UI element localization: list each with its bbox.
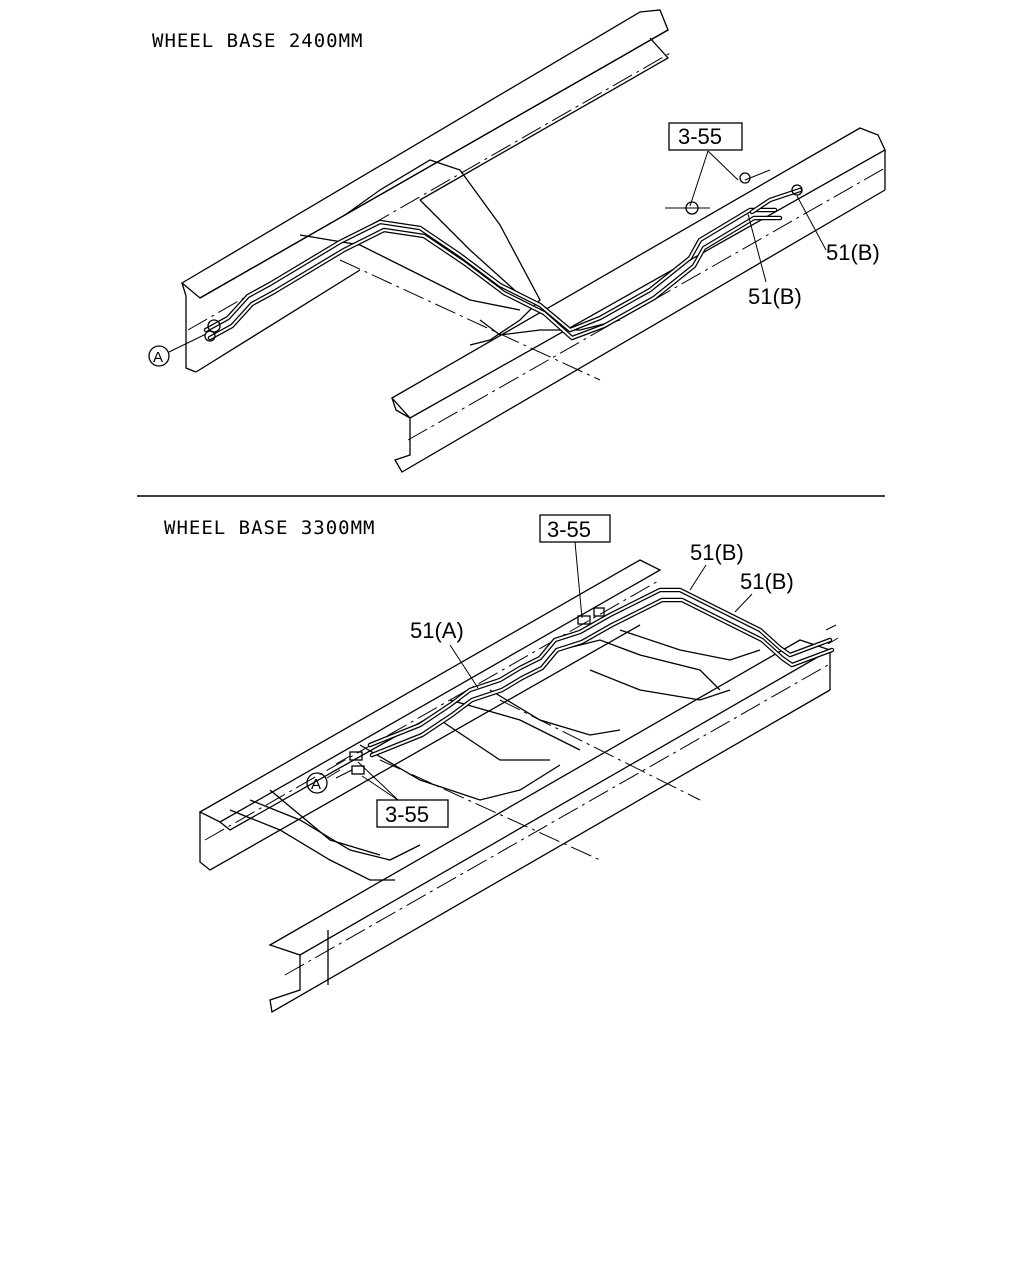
cross-members-3300	[229, 629, 761, 881]
pipe-connector-upper	[577, 615, 591, 625]
svg-text:A: A	[153, 349, 163, 366]
part-callout-51b-upper-3300[interactable]: 51(B)	[690, 540, 744, 565]
ref-box-3-55-top[interactable]: 3-55	[668, 122, 743, 151]
diagram-title-3300: WHEEL BASE 3300MM	[164, 517, 375, 539]
left-frame-rail	[180, 9, 673, 373]
brake-pipe-3300	[335, 587, 839, 779]
svg-text:51(B): 51(B)	[690, 540, 744, 565]
right-frame-rail-3300	[268, 639, 832, 1014]
ref-box-3-55-lower[interactable]: 3-55	[376, 799, 449, 828]
svg-text:3-55: 3-55	[385, 802, 429, 827]
svg-text:51(A): 51(A)	[410, 618, 464, 643]
part-callout-51b-lower[interactable]: 51(B)	[748, 284, 802, 309]
right-frame-rail	[390, 127, 886, 473]
diagram-wheelbase-2400: WHEEL BASE 2400MM	[148, 9, 886, 473]
svg-text:A: A	[311, 776, 321, 793]
diagram-wheelbase-3300: WHEEL BASE 3300MM	[164, 514, 839, 1014]
pipe-clip-left	[207, 319, 221, 333]
leader-3-55-b	[707, 150, 739, 181]
svg-text:51(B): 51(B)	[748, 284, 802, 309]
leader-3-55-a	[689, 150, 709, 207]
diagram-title-2400: WHEEL BASE 2400MM	[152, 30, 363, 52]
svg-text:3-55: 3-55	[547, 517, 591, 542]
cross-member	[299, 159, 621, 381]
part-callout-51a[interactable]: 51(A)	[410, 618, 464, 643]
ref-box-3-55-upper[interactable]: 3-55	[539, 514, 611, 543]
svg-text:51(B): 51(B)	[826, 240, 880, 265]
circle-ref-a-bottom[interactable]: A	[306, 772, 328, 794]
svg-text:3-55: 3-55	[678, 124, 722, 149]
circle-ref-a-top[interactable]: A	[148, 345, 170, 367]
left-frame-rail-3300	[198, 559, 662, 871]
brake-pipe-2400	[203, 169, 803, 342]
part-callout-51b-upper[interactable]: 51(B)	[826, 240, 880, 265]
part-callout-51b-lower-3300[interactable]: 51(B)	[740, 569, 794, 594]
pipe-clip-right	[791, 184, 803, 196]
svg-text:51(B): 51(B)	[740, 569, 794, 594]
